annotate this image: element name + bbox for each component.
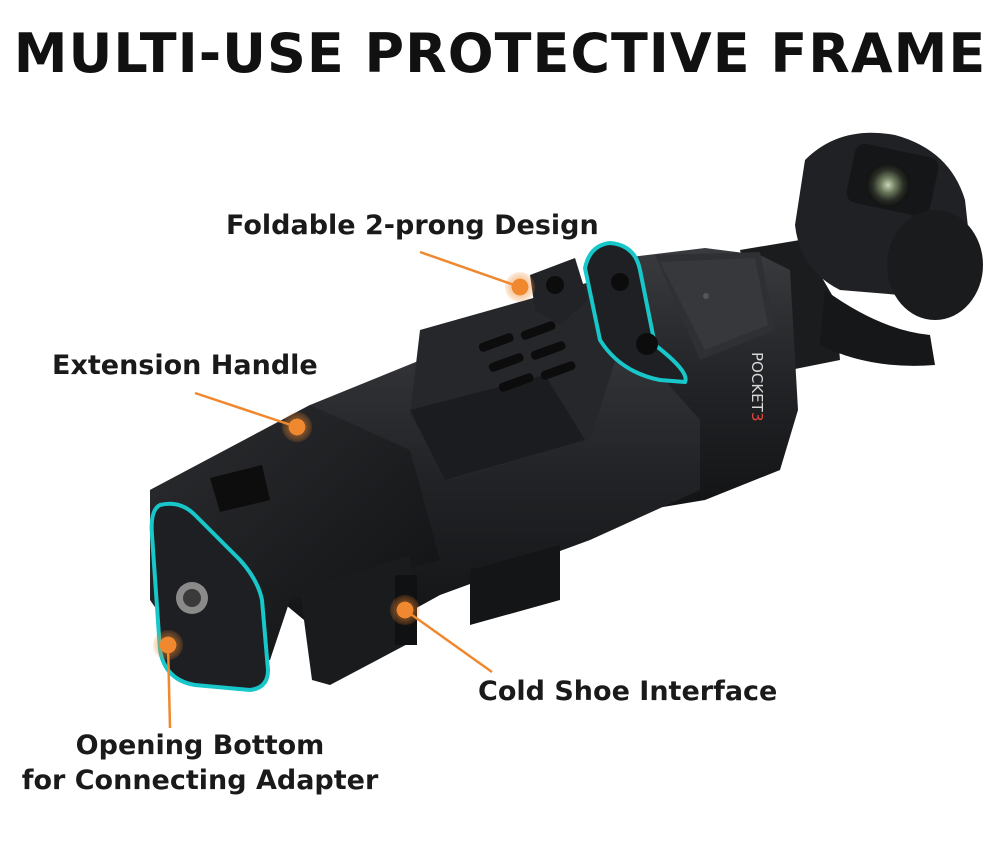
cold-shoe-block [300,555,415,685]
protective-frame [150,282,700,685]
device-model-number: 3 [748,412,766,422]
page-title: MULTI-USE PROTECTIVE FRAME [13,22,987,85]
lens-icon [866,163,910,207]
label-extension-handle: Extension Handle [52,350,318,381]
label-cold-shoe: Cold Shoe Interface [478,676,778,707]
callout-dot-cold-shoe [390,595,420,625]
device-model-text: POCKET [748,352,766,413]
vent-slots [478,321,576,392]
label-opening-bottom: Opening Bottom for Connecting Adapter [0,728,400,798]
label-opening-line1: Opening Bottom [75,730,325,761]
callout-dot-extension [282,412,312,442]
label-foldable-prong: Foldable 2-prong Design [226,210,599,241]
callout-dot-foldable [505,272,535,302]
label-opening-line2: for Connecting Adapter [21,765,379,797]
usb-port [210,465,270,512]
foldable-prong [530,240,688,385]
callout-dot-opening [153,630,183,660]
